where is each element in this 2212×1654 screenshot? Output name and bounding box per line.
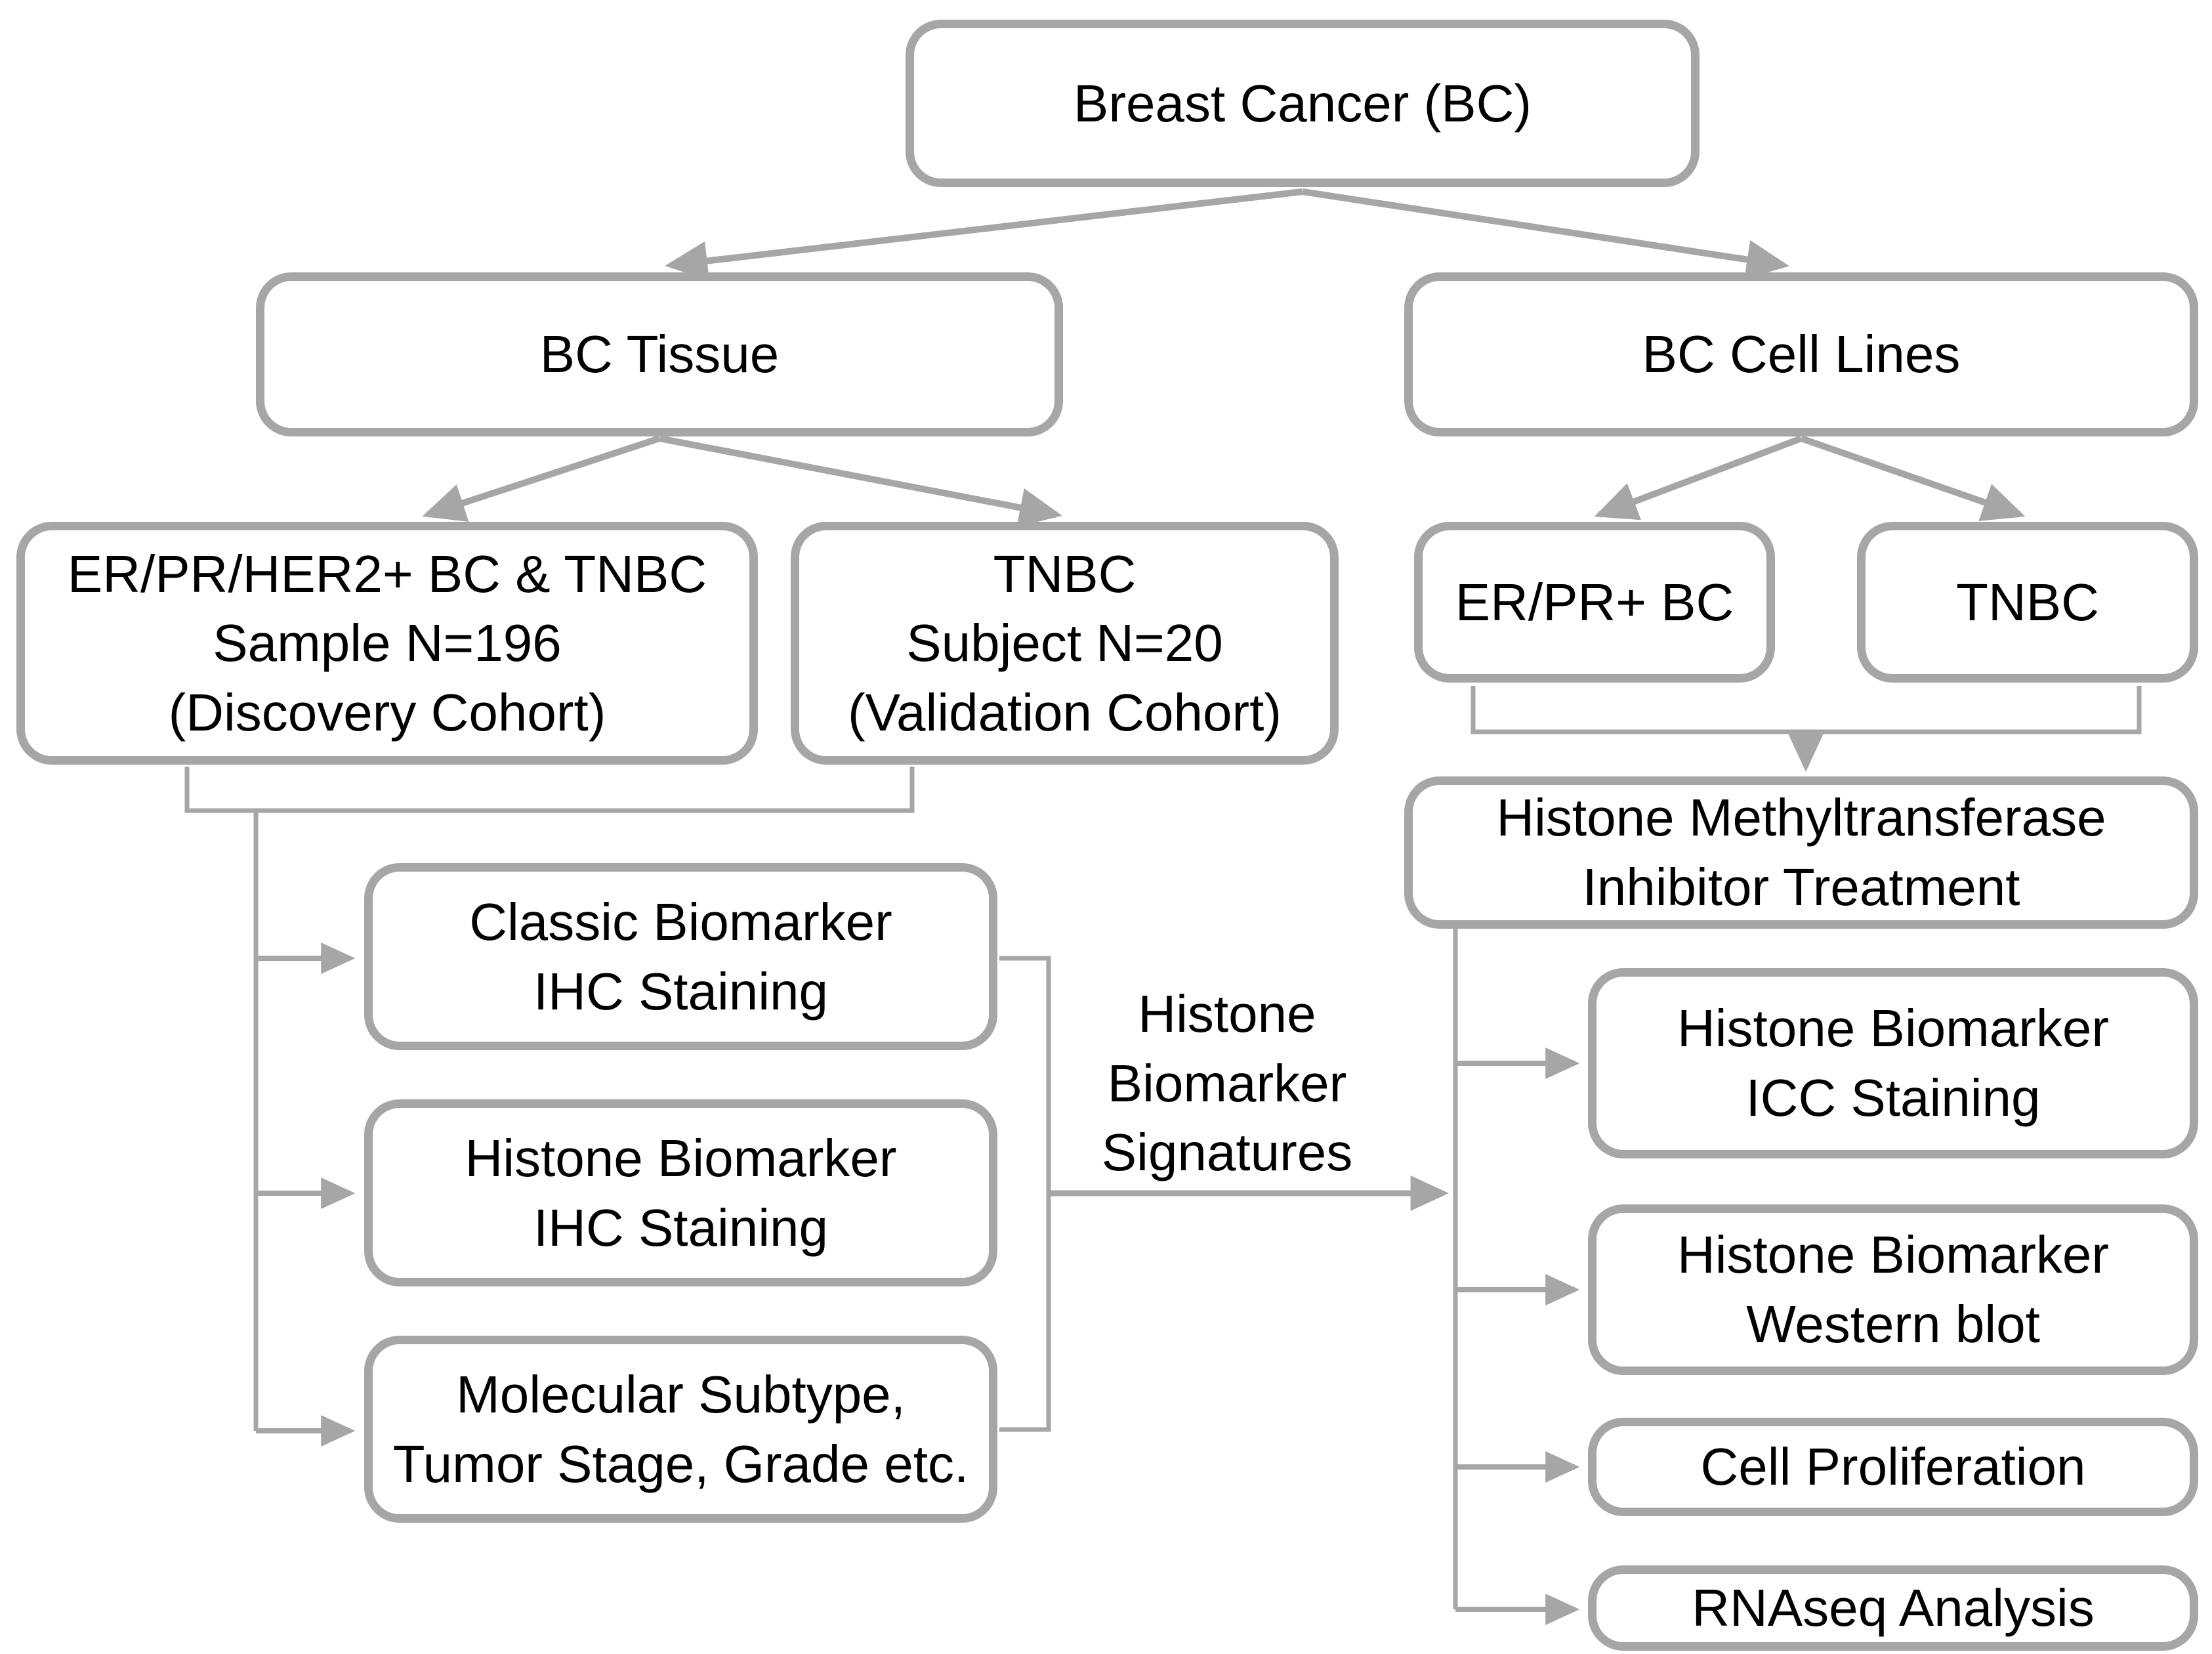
arrow-bc-cell-lines-to-tnbc [1800,435,2026,521]
node-histone-biomarker-icc: Histone Biomarker ICC Staining [1588,968,2198,1158]
node-label-line: Molecular Subtype, [456,1365,906,1424]
label-line: Biomarker [1107,1053,1347,1113]
node-bc-tissue: BC Tissue [256,272,1063,436]
node-label-line: Subject N=20 [906,614,1223,673]
node-rnaseq-analysis: RNAseq Analysis [1588,1565,2198,1651]
node-label-line: Histone Methyltransferase [1496,788,2106,847]
node-label-line: Histone Biomarker [1677,999,2109,1058]
node-label-line: TNBC [993,544,1137,603]
arrow-breast-cancer-to-bc-tissue [665,188,1303,281]
node-histone-biomarker-western: Histone Biomarker Western blot [1588,1204,2198,1375]
node-label-line: IHC Staining [533,962,829,1021]
bracket-cell-lines-merge [1471,686,2142,734]
arrow-breast-cancer-to-bc-cell-lines [1302,188,1789,280]
node-label-line: TNBC [1956,572,2099,631]
bracket-tissue-cohorts-merge [184,767,915,813]
node-label-line: Classic Biomarker [469,892,892,951]
label-line: Histone [1138,985,1316,1043]
label-histone-biomarker-signatures: Histone Biomarker Signatures [1070,979,1385,1187]
node-label-line: Tumor Stage, Grade etc. [392,1434,969,1493]
bracket-tissue-analyses-collect [999,956,1051,1432]
node-label-line: Histone Biomarker [1677,1225,2109,1284]
node-molecular-subtype: Molecular Subtype, Tumor Stage, Grade et… [364,1336,997,1523]
node-label-line: BC Tissue [539,325,780,384]
node-label-line: Western blot [1746,1295,2040,1353]
node-label-line: Sample N=196 [213,614,562,673]
label-line: Signatures [1101,1123,1353,1182]
node-breast-cancer: Breast Cancer (BC) [906,20,1700,187]
node-discovery-cohort: ER/PR/HER2+ BC & TNBC Sample N=196 (Disc… [16,522,758,765]
node-label-line: (Discovery Cohort) [168,683,606,742]
node-tnbc-cell-line: TNBC [1857,522,2198,683]
node-classic-biomarker-ihc: Classic Biomarker IHC Staining [364,863,997,1050]
node-label-line: BC Cell Lines [1642,325,1961,384]
node-label-line: ER/PR/HER2+ BC & TNBC [67,544,707,603]
node-label-line: Cell Proliferation [1700,1437,2086,1496]
node-label-line: RNAseq Analysis [1692,1579,2095,1638]
node-label-line: (Validation Cohort) [847,683,1282,742]
node-label-line: Inhibitor Treatment [1582,858,2020,916]
node-label-line: Histone Biomarker [465,1128,897,1187]
node-erpr-bc: ER/PR+ BC [1414,522,1775,683]
node-hmt-inhibitor: Histone Methyltransferase Inhibitor Trea… [1404,776,2198,929]
node-label-line: ICC Staining [1745,1069,2041,1127]
arrow-bc-cell-lines-to-erpr-bc [1594,435,1803,520]
node-label-line: IHC Staining [533,1198,829,1257]
node-label-line: ER/PR+ BC [1455,572,1734,631]
node-histone-biomarker-ihc: Histone Biomarker IHC Staining [364,1099,997,1286]
node-bc-cell-lines: BC Cell Lines [1404,272,2198,436]
arrow-bc-tissue-to-discovery [422,435,661,522]
arrow-bc-tissue-to-validation [659,435,1062,527]
node-label-line: Breast Cancer (BC) [1074,74,1532,133]
node-cell-proliferation: Cell Proliferation [1588,1418,2198,1516]
node-validation-cohort: TNBC Subject N=20 (Validation Cohort) [791,522,1339,765]
